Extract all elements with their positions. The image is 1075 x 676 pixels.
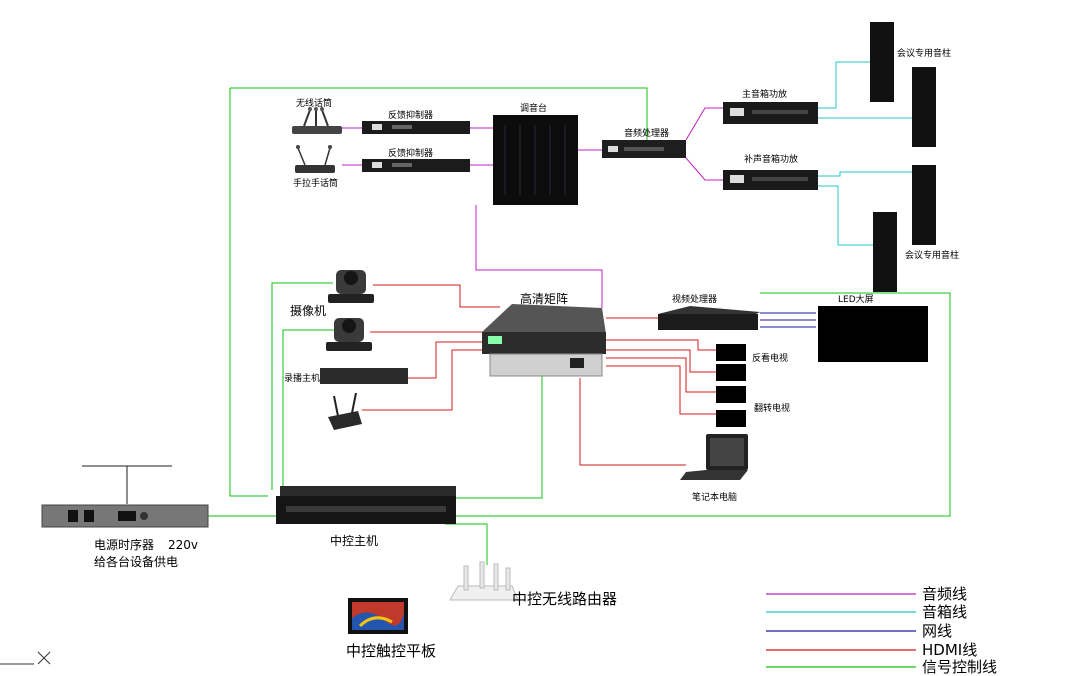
- feedback-suppressor-2-label: 反馈抑制器: [388, 147, 433, 159]
- power-voltage: 220v: [168, 538, 198, 552]
- hdmi-lines: [362, 284, 716, 466]
- handheld-microphone: [295, 145, 335, 173]
- legend-label: HDMI线: [922, 641, 977, 659]
- power-sequencer-label: 电源时序器 220v: [94, 537, 198, 552]
- camera-label: 摄像机: [290, 303, 326, 318]
- column-speaker-3: [912, 165, 936, 245]
- feedback-suppressor-1-label: 反馈抑制器: [388, 109, 433, 121]
- power-note-label: 给各台设备供电: [94, 554, 178, 569]
- hd-matrix: [482, 304, 606, 377]
- wireless-mic-label: 无线话筒: [296, 97, 332, 109]
- feedback-suppressor-2: [362, 159, 470, 172]
- flip-tv-2: [716, 410, 746, 427]
- ptz-camera-2: [326, 318, 372, 351]
- connections: [208, 61, 951, 565]
- recorder-label: 录播主机: [284, 372, 320, 384]
- mixer-label: 调音台: [520, 102, 547, 114]
- touch-panel: [348, 598, 408, 634]
- main-amplifier: [723, 102, 818, 124]
- speaker-lines: [818, 61, 912, 246]
- central-control-host: [276, 486, 456, 524]
- audio-lines: [342, 107, 723, 308]
- ptz-camera-1: [328, 270, 374, 303]
- column-speaker-2: [912, 67, 936, 147]
- handheld-mic-label: 手拉手话筒: [293, 177, 338, 189]
- column-speaker-1: [870, 22, 894, 102]
- wireless-ap: [328, 392, 362, 430]
- fill-amplifier: [723, 170, 818, 190]
- led-screen-label: LED大屏: [838, 293, 874, 305]
- recorder-host: [320, 368, 408, 384]
- wireless-router: [449, 561, 519, 601]
- power-sequencer-name: 电源时序器: [94, 537, 154, 552]
- speaker-top-label: 会议专用音柱: [897, 47, 951, 59]
- main-amp-label: 主音箱功放: [742, 88, 787, 100]
- legend-label: 音箱线: [922, 603, 967, 621]
- control-lines: [208, 87, 951, 565]
- legend-label: 信号控制线: [922, 658, 997, 676]
- audio-processor: [602, 140, 686, 158]
- legend-label: 音频线: [922, 585, 967, 603]
- monitor-tv-2: [716, 364, 746, 381]
- corner-mark: [0, 651, 51, 665]
- hd-matrix-label: 高清矩阵: [520, 291, 568, 306]
- video-processor: [658, 306, 760, 330]
- wireless-router-label: 中控无线路由器: [512, 590, 617, 608]
- video-processor-label: 视频处理器: [672, 293, 717, 305]
- laptop-label: 笔记本电脑: [692, 491, 737, 503]
- monitor-tv-label: 反看电视: [752, 352, 788, 364]
- central-host-label: 中控主机: [330, 533, 378, 548]
- monitor-tv-1: [716, 344, 746, 361]
- audio-processor-label: 音频处理器: [624, 127, 669, 139]
- flip-tv-label: 翻转电视: [754, 402, 790, 414]
- feedback-suppressor-1: [362, 121, 470, 134]
- fill-amp-label: 补声音箱功放: [744, 153, 798, 165]
- mixer: [493, 115, 578, 205]
- touch-panel-label: 中控触控平板: [346, 642, 436, 660]
- laptop: [680, 434, 748, 480]
- network-lines: [760, 312, 816, 328]
- led-screen: [818, 306, 928, 362]
- wireless-microphone: [292, 107, 342, 134]
- flip-tv-1: [716, 386, 746, 403]
- column-speaker-4: [873, 212, 897, 292]
- speaker-bottom-label: 会议专用音柱: [905, 249, 959, 261]
- power-sequencer: [41, 465, 209, 528]
- legend-label: 网线: [922, 622, 952, 640]
